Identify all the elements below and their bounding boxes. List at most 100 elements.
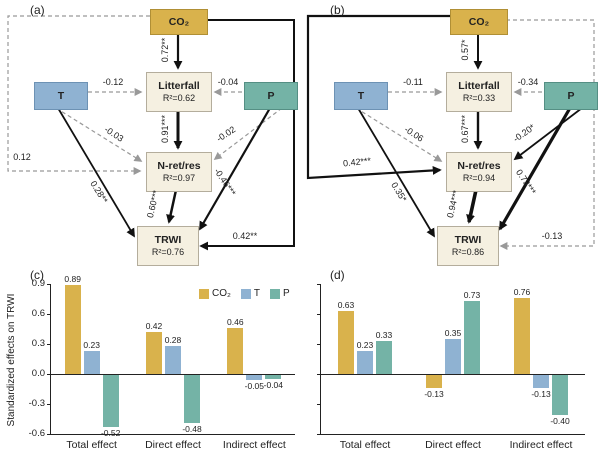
bar-series1-group0 — [83, 351, 100, 374]
bar-series1-group1 — [165, 346, 181, 374]
legend-label: CO₂ — [212, 288, 231, 299]
arrow-co2-nret — [7, 15, 150, 175]
y-tick — [47, 343, 51, 345]
arrow-t-trwi — [57, 107, 135, 238]
zero-line — [321, 373, 585, 375]
legend: CO₂ T P — [199, 288, 290, 299]
path-label-co2-litterfall: 0.72** — [160, 37, 170, 63]
bar-value-label: 0.23 — [356, 340, 374, 350]
arrow-p-nret — [513, 107, 583, 161]
node-co2: CO₂ — [150, 9, 208, 35]
node-trwi: TRWI R²=0.76 — [137, 226, 199, 266]
path-label-litterfall-nret: 0.91*** — [160, 114, 170, 144]
bar-value-label: 0.33 — [375, 330, 393, 340]
path-label-t-litterfall: -0.11 — [403, 77, 423, 87]
y-tick-label: 0.0 — [31, 368, 45, 379]
y-tick — [317, 313, 321, 315]
node-label: Litterfall — [158, 80, 200, 93]
arrow-t-nret — [355, 107, 443, 162]
bar-series0-group2 — [514, 298, 530, 374]
node-r2: R²=0.62 — [162, 92, 196, 103]
node-label: P — [567, 89, 575, 102]
legend-label: P — [283, 288, 290, 299]
arrow-t-nret — [55, 107, 143, 162]
y-tick-label: -0.6 — [28, 428, 45, 439]
y-tick-label: 0.6 — [31, 308, 45, 319]
node-label: N-ret/res — [457, 160, 501, 173]
panel-b: (b) CO₂ T — [300, 0, 600, 268]
x-category-label: Indirect effect — [222, 439, 286, 451]
arrow-co2-trwi — [199, 19, 295, 251]
bar-series2-group1 — [184, 375, 200, 423]
bar-value-label: 0.63 — [337, 300, 355, 310]
bar-value-label: 0.28 — [164, 335, 182, 345]
legend-label: T — [253, 288, 260, 299]
path-label-co2-trwi: 0.42** — [232, 231, 258, 241]
arrow-p-trwi — [498, 107, 572, 231]
path-label-co2-trwi: -0.13 — [541, 231, 563, 241]
node-p: P — [544, 82, 598, 110]
y-tick — [317, 403, 321, 405]
node-r2: R²=0.94 — [462, 172, 496, 183]
bar-series2-group0 — [376, 341, 392, 374]
bar-value-label: -0.05 — [244, 381, 265, 391]
bar-series0-group1 — [426, 375, 442, 388]
node-litterfall: Litterfall R²=0.62 — [146, 72, 212, 112]
bar-series0-group1 — [146, 332, 162, 374]
arrow-p-trwi — [199, 107, 271, 231]
arrow-p-nret — [213, 107, 283, 160]
bar-value-label: 0.89 — [64, 274, 81, 284]
path-label-co2-nret: 0.12 — [13, 152, 31, 162]
y-tick — [317, 433, 321, 435]
arrow-t-trwi — [357, 107, 435, 238]
y-tick-label: 0.3 — [31, 338, 45, 349]
node-nret: N-ret/res R²=0.94 — [446, 152, 512, 192]
bar-value-label: 0.46 — [227, 317, 244, 327]
y-tick — [317, 283, 321, 285]
zero-line — [51, 373, 295, 375]
panel-tag-d: (d) — [330, 268, 345, 282]
node-label: TRWI — [454, 234, 482, 247]
arrow-co2-trwi — [499, 19, 595, 250]
node-r2: R²=0.76 — [151, 246, 185, 257]
bar-value-label: 0.23 — [83, 340, 100, 350]
bar-value-label: -0.04 — [263, 380, 284, 390]
bar-series0-group0 — [64, 285, 81, 374]
node-label: N-ret/res — [157, 160, 201, 173]
bar-value-label: -0.13 — [424, 389, 444, 399]
bar-series1-group1 — [445, 339, 461, 374]
path-label-p-litterfall: -0.34 — [517, 77, 539, 87]
legend-swatch — [199, 288, 209, 299]
node-p: P — [244, 82, 298, 110]
bar-value-label: -0.13 — [531, 389, 551, 399]
x-category-label: Total effect — [66, 439, 117, 451]
node-label: Litterfall — [458, 80, 500, 93]
node-co2: CO₂ — [450, 9, 508, 35]
bar-value-label: -0.52 — [100, 428, 121, 438]
bar-value-label: 0.76 — [513, 287, 531, 297]
y-axis-title: Standardized effects on TRWI — [6, 293, 17, 427]
bar-value-label: 0.35 — [444, 328, 462, 338]
sem-arrows-a — [7, 15, 295, 251]
legend-item-1: T — [240, 288, 260, 299]
node-label: CO₂ — [468, 15, 490, 28]
bar-series2-group0 — [102, 375, 119, 427]
node-nret: N-ret/res R²=0.97 — [146, 152, 212, 192]
y-tick-label: 0.9 — [31, 278, 45, 289]
node-label: T — [57, 89, 65, 102]
bar-series0-group2 — [227, 328, 244, 374]
panel-tag-a: (a) — [30, 3, 45, 17]
bar-value-label: 0.42 — [145, 321, 163, 331]
node-t: T — [334, 82, 388, 110]
y-tick — [317, 343, 321, 345]
node-label: TRWI — [154, 234, 182, 247]
legend-item-2: P — [270, 288, 290, 299]
legend-swatch — [270, 288, 280, 299]
path-label-t-litterfall: -0.12 — [102, 77, 124, 87]
arrow-co2-nret — [306, 14, 450, 180]
node-r2: R²=0.97 — [162, 172, 196, 183]
